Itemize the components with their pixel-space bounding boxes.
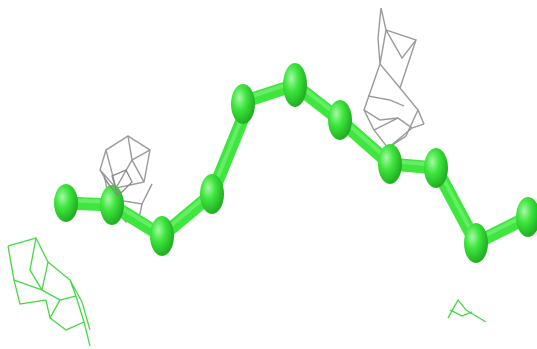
atom-6[interactable] — [283, 63, 307, 107]
atom-9[interactable] — [424, 148, 448, 188]
backbone-atoms — [54, 63, 537, 263]
atom-5[interactable] — [231, 84, 255, 124]
atom-11[interactable] — [516, 197, 537, 237]
grey-mesh-left-front — [103, 169, 133, 197]
atom-3[interactable] — [150, 216, 174, 256]
grey-mesh-right — [363, 7, 425, 150]
backbone-bonds — [59, 77, 535, 252]
atom-1[interactable] — [54, 184, 78, 222]
atom-10[interactable] — [464, 223, 488, 263]
atom-7[interactable] — [328, 100, 352, 140]
atom-2[interactable] — [100, 185, 124, 225]
atom-4[interactable] — [200, 174, 224, 214]
green-mesh-left — [7, 237, 91, 347]
atom-8[interactable] — [378, 144, 402, 184]
green-mesh-right — [447, 298, 487, 323]
